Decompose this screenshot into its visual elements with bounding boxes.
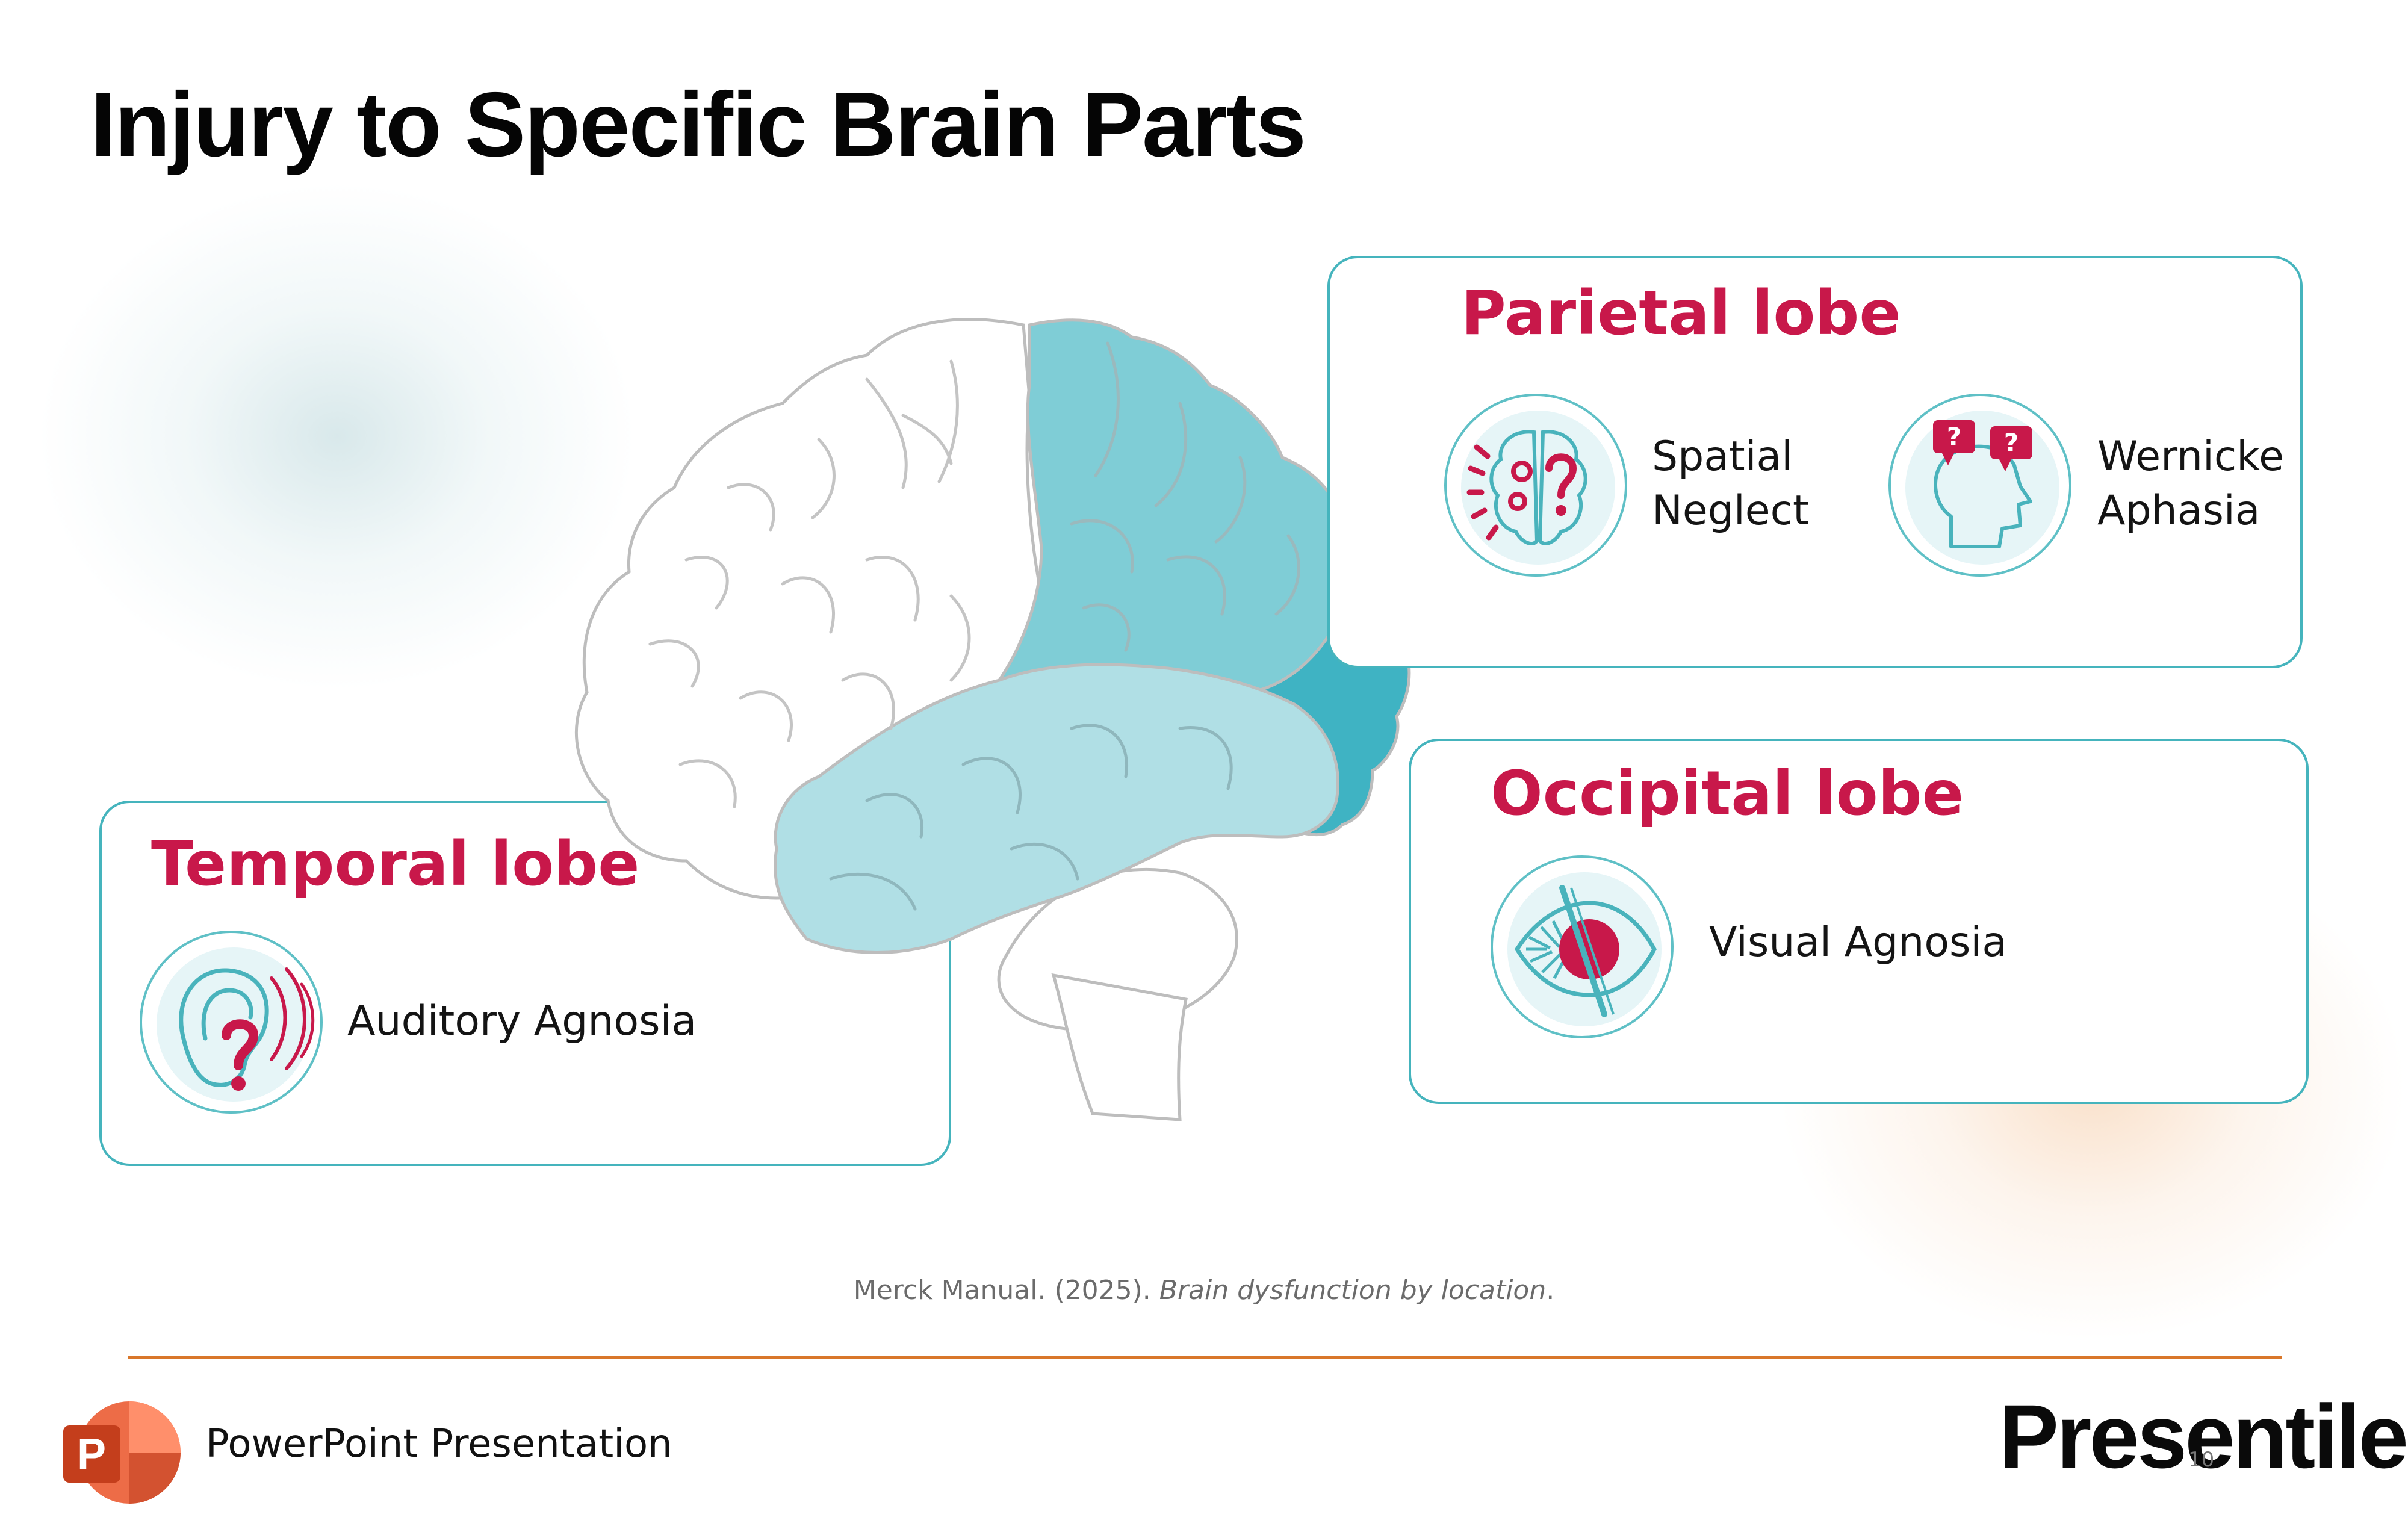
head-speech-question-icon: ? ? bbox=[1888, 394, 2071, 577]
footer-divider bbox=[128, 1356, 2282, 1359]
occipital-lobe-title: Occipital lobe bbox=[1491, 758, 1964, 830]
citation: Merck Manual. (2025). Brain dysfunction … bbox=[0, 1275, 2408, 1306]
ear-question-icon bbox=[140, 931, 323, 1114]
spatial-neglect-label-line1: Spatial bbox=[1652, 433, 1793, 480]
page-number: 10 bbox=[2188, 1448, 2215, 1472]
background-glow-left bbox=[36, 181, 638, 692]
wernicke-aphasia-label-line1: Wernicke bbox=[2097, 433, 2285, 480]
brand-logo: Presentile bbox=[1999, 1386, 2408, 1487]
powerpoint-icon: P bbox=[63, 1401, 181, 1504]
wernicke-aphasia-label-line2: Aphasia bbox=[2097, 487, 2261, 535]
parietal-lobe-title: Parietal lobe bbox=[1461, 278, 1901, 349]
temporal-lobe-title: Temporal lobe bbox=[151, 828, 640, 900]
footer-app-label: PowerPoint Presentation bbox=[206, 1422, 672, 1466]
brain-question-icon bbox=[1444, 394, 1627, 577]
auditory-agnosia-label: Auditory Agnosia bbox=[347, 997, 697, 1045]
citation-author-year: Merck Manual. (2025). bbox=[853, 1275, 1159, 1306]
svg-text:?: ? bbox=[2004, 428, 2019, 457]
occipital-lobe-card: Occipital lobe Visual Agnosia bbox=[1409, 739, 2309, 1104]
citation-work-title: Brain dysfunction by location bbox=[1159, 1275, 1547, 1306]
parietal-lobe-card: Parietal lobe Spatial Neglect ? ? bbox=[1327, 256, 2303, 668]
temporal-lobe-card: Temporal lobe Auditory Agnosia bbox=[99, 801, 951, 1166]
citation-end: . bbox=[1546, 1275, 1555, 1306]
svg-text:P: P bbox=[77, 1430, 106, 1478]
visual-agnosia-label: Visual Agnosia bbox=[1709, 919, 2007, 966]
svg-text:?: ? bbox=[1947, 422, 1961, 451]
crossed-eye-icon bbox=[1491, 855, 1674, 1038]
brain-illustration bbox=[574, 318, 1411, 1121]
temporal-lobe-region bbox=[774, 663, 1339, 954]
spatial-neglect-label-line2: Neglect bbox=[1652, 487, 1809, 535]
slide-title: Injury to Specific Brain Parts bbox=[90, 73, 1306, 176]
